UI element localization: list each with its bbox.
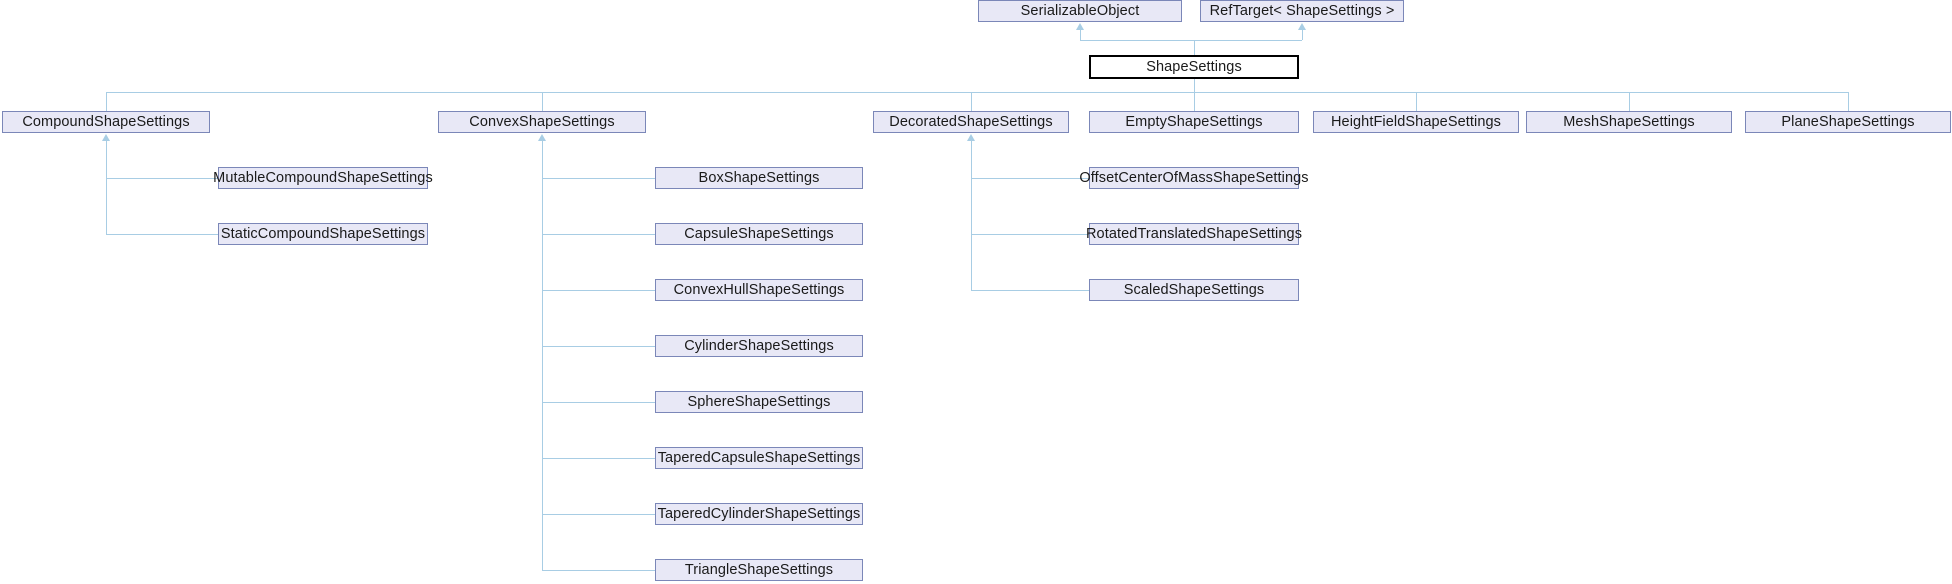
connector-line-horizontal: [106, 92, 1848, 93]
connector-line-horizontal: [542, 458, 655, 459]
connector-line-vertical: [1194, 40, 1195, 55]
class-node-label: CapsuleShapeSettings: [684, 225, 834, 242]
class-node-heightfieldshapesettings[interactable]: HeightFieldShapeSettings: [1313, 111, 1519, 133]
connector-line-vertical: [1848, 92, 1849, 111]
class-node-label: HeightFieldShapeSettings: [1330, 113, 1502, 130]
class-node-rotatedtranslatedshapesettings[interactable]: RotatedTranslatedShapeSettings: [1086, 223, 1302, 245]
class-node-convexshapesettings[interactable]: ConvexShapeSettings: [438, 111, 646, 133]
connector-line-horizontal: [1080, 40, 1302, 41]
connector-line-horizontal: [542, 178, 655, 179]
class-node-mutablecompoundshapesettings[interactable]: MutableCompoundShapeSettings: [213, 167, 433, 189]
class-node-sphereshapesettings[interactable]: SphereShapeSettings: [655, 391, 863, 413]
connector-line-vertical: [1080, 29, 1081, 40]
class-node-emptyshapesettings[interactable]: EmptyShapeSettings: [1089, 111, 1299, 133]
connector-line-vertical: [971, 140, 972, 290]
connector-line-horizontal: [971, 234, 1089, 235]
class-node-label: TaperedCylinderShapeSettings: [657, 505, 861, 522]
class-node-triangleshapesettings[interactable]: TriangleShapeSettings: [655, 559, 863, 581]
class-node-label: PlaneShapeSettings: [1781, 113, 1915, 130]
inheritance-arrow-icon: [102, 134, 110, 141]
class-node-label: ConvexShapeSettings: [469, 113, 615, 130]
connector-line-horizontal: [542, 346, 655, 347]
class-node-serializable-object[interactable]: SerializableObject: [978, 0, 1182, 22]
connector-line-vertical: [106, 92, 107, 111]
class-node-label: StaticCompoundShapeSettings: [220, 225, 426, 242]
connector-line-horizontal: [542, 514, 655, 515]
class-node-label: ScaledShapeSettings: [1123, 281, 1265, 298]
connector-line-horizontal: [542, 402, 655, 403]
class-node-label: CompoundShapeSettings: [22, 113, 190, 130]
connector-line-horizontal: [542, 290, 655, 291]
connector-line-vertical: [971, 92, 972, 111]
class-node-label: SphereShapeSettings: [687, 393, 831, 410]
connector-line-horizontal: [971, 178, 1089, 179]
connector-line-horizontal: [542, 570, 655, 571]
class-node-offsetcenterofmassshapesettings[interactable]: OffsetCenterOfMassShapeSettings: [1079, 167, 1309, 189]
connector-line-horizontal: [106, 178, 218, 179]
class-node-boxshapesettings[interactable]: BoxShapeSettings: [655, 167, 863, 189]
class-node-label: TriangleShapeSettings: [684, 561, 834, 578]
connector-line-vertical: [542, 92, 543, 111]
class-node-staticcompoundshapesettings[interactable]: StaticCompoundShapeSettings: [218, 223, 428, 245]
class-node-label: EmptyShapeSettings: [1125, 113, 1263, 130]
class-node-label: SerializableObject: [1020, 2, 1140, 19]
inheritance-arrow-icon: [1298, 23, 1306, 30]
class-node-reftarget-shapesettings[interactable]: RefTarget< ShapeSettings >: [1200, 0, 1404, 22]
class-node-label: CylinderShapeSettings: [684, 337, 834, 354]
class-node-label: MutableCompoundShapeSettings: [213, 169, 433, 186]
class-node-scaledshapesettings[interactable]: ScaledShapeSettings: [1089, 279, 1299, 301]
class-node-label: RotatedTranslatedShapeSettings: [1085, 225, 1303, 242]
class-node-label: ShapeSettings: [1146, 58, 1242, 75]
inheritance-arrow-icon: [1076, 23, 1084, 30]
class-node-planeshapesettings[interactable]: PlaneShapeSettings: [1745, 111, 1951, 133]
connector-line-vertical: [1302, 29, 1303, 40]
connector-line-vertical: [1194, 92, 1195, 111]
connector-line-vertical: [1194, 79, 1195, 92]
class-node-compoundshapesettings[interactable]: CompoundShapeSettings: [2, 111, 210, 133]
connector-line-vertical: [542, 140, 543, 570]
connector-line-horizontal: [971, 290, 1089, 291]
inheritance-arrow-icon: [538, 134, 546, 141]
connector-line-vertical: [1629, 92, 1630, 111]
class-node-capsuleshapesettings[interactable]: CapsuleShapeSettings: [655, 223, 863, 245]
class-node-label: TaperedCapsuleShapeSettings: [657, 449, 861, 466]
class-node-shapesettings[interactable]: ShapeSettings: [1089, 55, 1299, 79]
class-node-cylindershapesettings[interactable]: CylinderShapeSettings: [655, 335, 863, 357]
connector-line-horizontal: [542, 234, 655, 235]
class-node-label: DecoratedShapeSettings: [889, 113, 1053, 130]
class-node-convexhullshapesettings[interactable]: ConvexHullShapeSettings: [655, 279, 863, 301]
class-node-label: BoxShapeSettings: [698, 169, 820, 186]
connector-line-horizontal: [106, 234, 218, 235]
class-node-label: ConvexHullShapeSettings: [673, 281, 845, 298]
class-node-label: MeshShapeSettings: [1563, 113, 1695, 130]
inheritance-arrow-icon: [967, 134, 975, 141]
class-node-label: RefTarget< ShapeSettings >: [1209, 2, 1395, 19]
connector-line-vertical: [106, 140, 107, 234]
class-node-label: OffsetCenterOfMassShapeSettings: [1079, 169, 1309, 186]
class-node-decoratedshapesettings[interactable]: DecoratedShapeSettings: [873, 111, 1069, 133]
class-node-taperedcylindershapesettings[interactable]: TaperedCylinderShapeSettings: [655, 503, 863, 525]
connector-line-vertical: [1416, 92, 1417, 111]
class-node-taperedcapsuleshapesettings[interactable]: TaperedCapsuleShapeSettings: [655, 447, 863, 469]
class-node-meshshapesettings[interactable]: MeshShapeSettings: [1526, 111, 1732, 133]
